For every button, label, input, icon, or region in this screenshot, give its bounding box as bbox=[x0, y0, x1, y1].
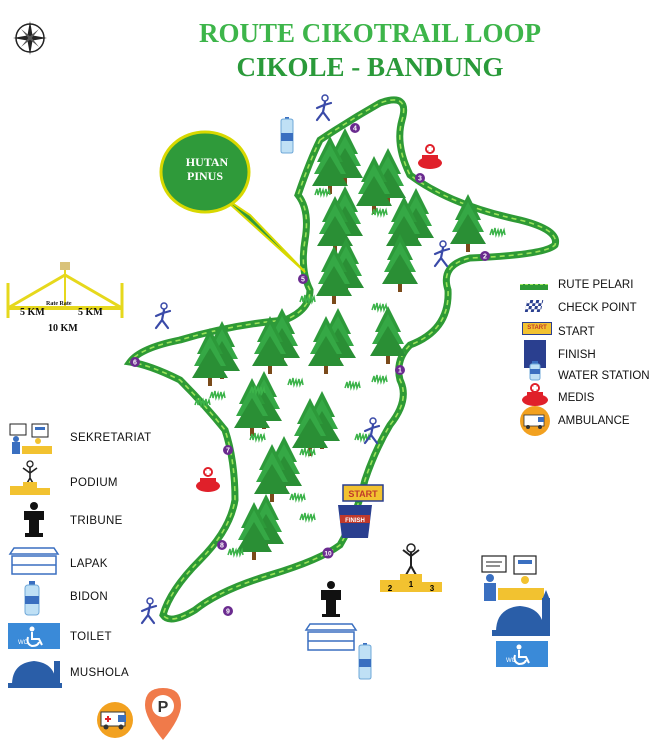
svg-text:P: P bbox=[158, 699, 169, 716]
runner-icon bbox=[140, 596, 158, 625]
scale-rate-label: Rate Rate bbox=[46, 301, 72, 307]
legend-mushola: MUSHOLA bbox=[70, 667, 129, 679]
medic-icon bbox=[418, 144, 442, 169]
bidon-legend-icon bbox=[24, 581, 40, 616]
tribune-icon bbox=[321, 581, 341, 617]
water-station-icon bbox=[529, 361, 541, 381]
legend-route: RUTE PELARI bbox=[558, 279, 634, 291]
checkpoint-1: 1 bbox=[398, 368, 402, 375]
lapak-stall-icon bbox=[304, 623, 358, 651]
checkpoint-10: 10 bbox=[324, 551, 332, 558]
svg-text:2: 2 bbox=[388, 584, 393, 593]
lapak-legend-icon bbox=[8, 547, 60, 575]
checkpoint-6: 6 bbox=[133, 360, 137, 367]
legend-toilet: TOILET bbox=[70, 631, 112, 643]
legend-sekretariat: SEKRETARIAT bbox=[70, 432, 152, 444]
start-icon: START bbox=[522, 322, 552, 335]
scale-left-label: 5 KM bbox=[20, 307, 45, 318]
start-finish-gate: START FINISH bbox=[338, 484, 384, 538]
map-title: ROUTE CIKOTRAIL LOOP bbox=[198, 18, 542, 48]
water-bottle-icon bbox=[358, 642, 372, 680]
checkpoint-9: 9 bbox=[226, 609, 230, 616]
water-bottle-icon bbox=[280, 116, 294, 154]
checkpoint-8: 8 bbox=[220, 543, 224, 550]
start-sign-text: START bbox=[348, 489, 378, 499]
ambulance-icon bbox=[97, 702, 133, 738]
legend-podium: PODIUM bbox=[70, 477, 118, 489]
mushola-legend-icon bbox=[8, 661, 62, 688]
checkpoint-3: 3 bbox=[418, 176, 422, 183]
checkpoint-markers: 1 2 3 4 5 6 7 8 9 10 bbox=[130, 123, 490, 616]
sekretariat-icon bbox=[481, 555, 544, 601]
checkpoint-5: 5 bbox=[301, 277, 305, 284]
finish-sign-text: FINISH bbox=[345, 518, 365, 524]
scale-right-label: 5 KM bbox=[78, 307, 103, 318]
toilet-legend-icon: WC bbox=[8, 623, 60, 649]
legend-start: START bbox=[558, 326, 595, 338]
svg-text:WC: WC bbox=[506, 658, 517, 664]
finish-icon bbox=[524, 340, 546, 368]
parking-icon: P bbox=[145, 688, 181, 740]
ambulance-legend-icon bbox=[520, 406, 550, 436]
sekretariat-legend-icon bbox=[9, 423, 52, 454]
legend-tribune: TRIBUNE bbox=[70, 515, 123, 527]
svg-text:1: 1 bbox=[409, 580, 414, 589]
checkered-flag-icon bbox=[524, 300, 544, 312]
callout-line-2: PINUS bbox=[187, 169, 223, 183]
legend-checkpoint: CHECK POINT bbox=[558, 302, 637, 314]
checkpoint-4: 4 bbox=[353, 126, 357, 133]
route-line-icon bbox=[520, 284, 548, 290]
callout-line-1: HUTAN bbox=[186, 155, 229, 169]
svg-text:WC: WC bbox=[18, 640, 29, 646]
distance-scale bbox=[6, 262, 124, 318]
runner-icon bbox=[154, 301, 172, 330]
medic-icon bbox=[196, 467, 220, 492]
podium-legend-icon bbox=[10, 460, 50, 495]
checkpoint-2: 2 bbox=[483, 254, 487, 261]
mushola-icon bbox=[492, 590, 550, 636]
tribune-legend-icon bbox=[24, 502, 44, 537]
map-subtitle: CIKOLE - BANDUNG bbox=[236, 52, 504, 82]
legend-bidon: BIDON bbox=[70, 591, 108, 603]
scale-total-label: 10 KM bbox=[48, 323, 78, 334]
compass-rose-icon bbox=[13, 21, 47, 55]
podium-icon: 2 1 3 bbox=[380, 543, 442, 593]
legend-medis: MEDIS bbox=[558, 392, 595, 404]
legend-finish: FINISH bbox=[558, 349, 596, 361]
legend-water-station: WATER STATION bbox=[558, 370, 650, 382]
hutan-pinus-callout: HUTAN PINUS bbox=[159, 130, 306, 273]
checkpoint-7: 7 bbox=[226, 448, 230, 455]
toilet-icon: WC bbox=[496, 641, 548, 667]
legend-ambulance: AMBULANCE bbox=[558, 415, 630, 427]
legend-lapak: LAPAK bbox=[70, 558, 108, 570]
runner-icon bbox=[315, 93, 333, 122]
svg-text:3: 3 bbox=[430, 584, 435, 593]
medis-icon bbox=[522, 383, 548, 406]
route-line bbox=[128, 99, 557, 620]
